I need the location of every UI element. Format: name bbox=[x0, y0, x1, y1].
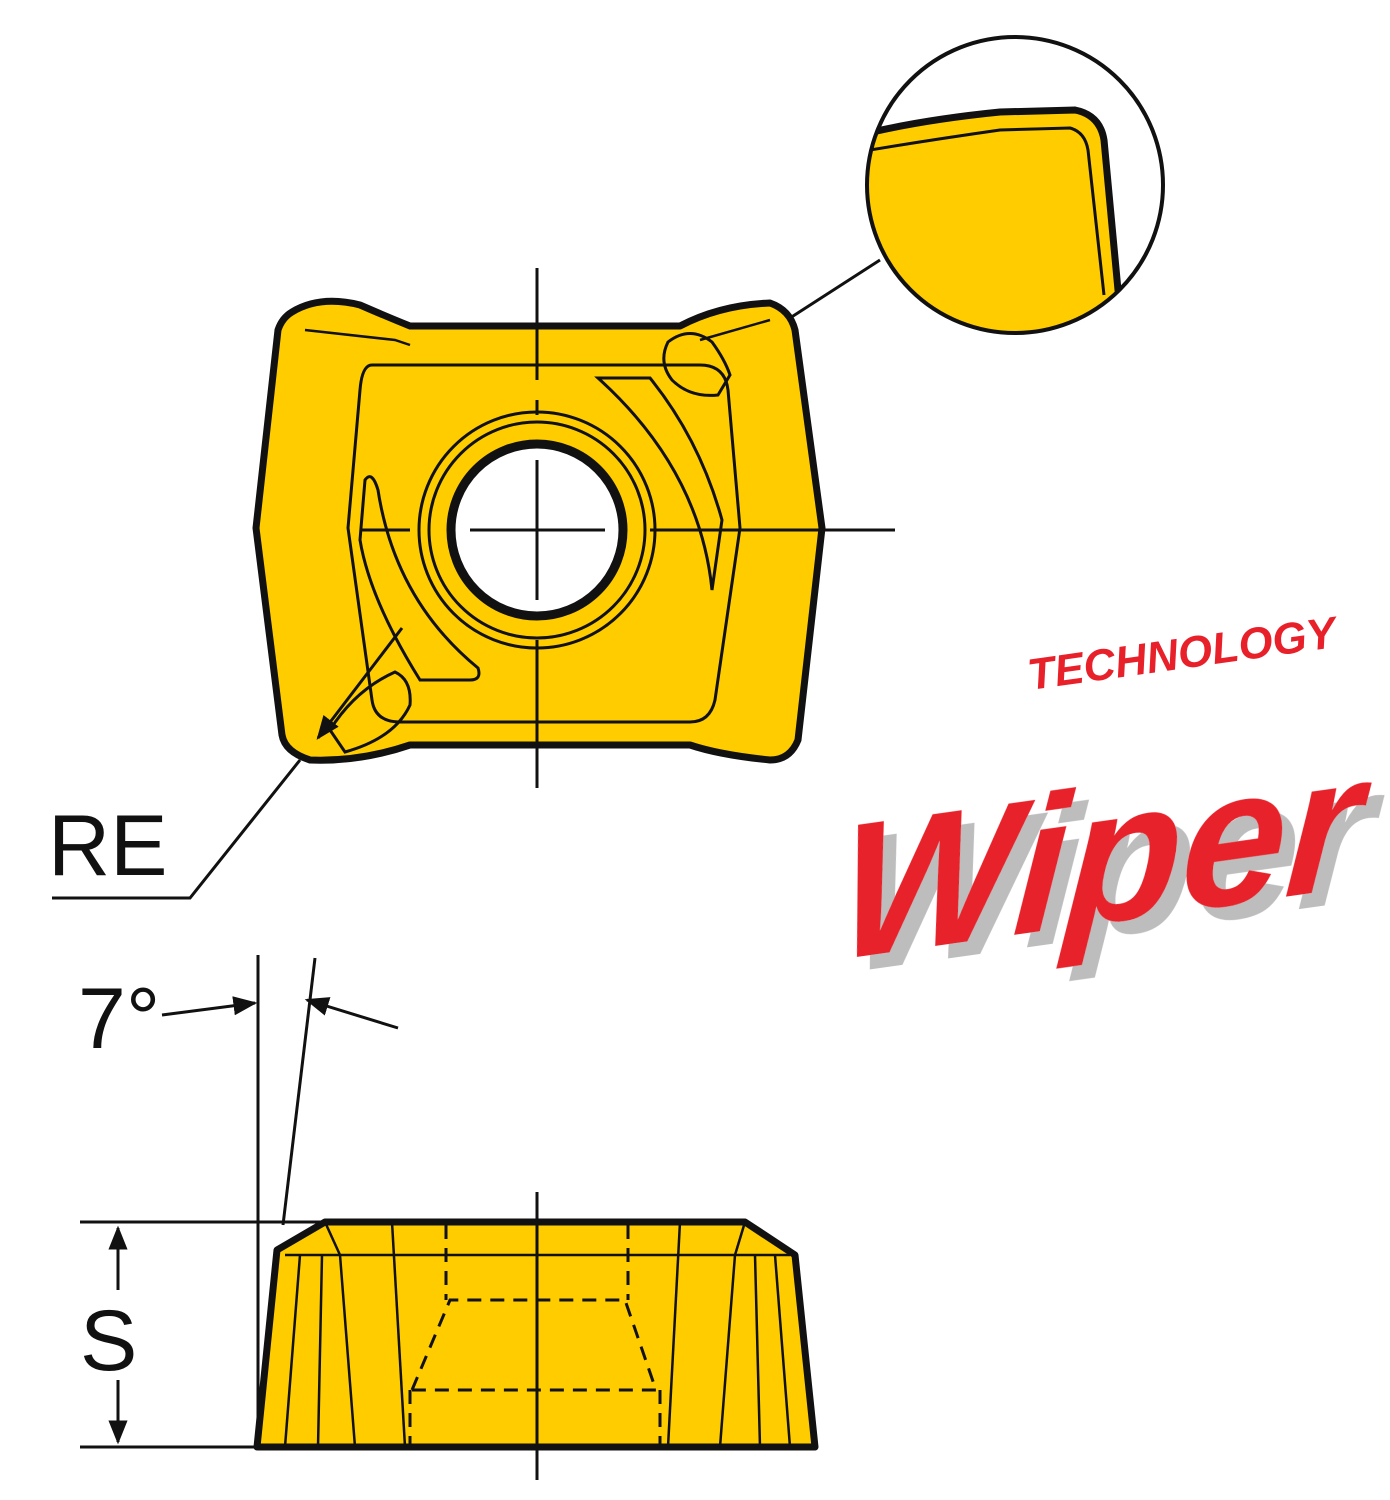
wiper-technology-logo: TECHNOLOGY Wiper bbox=[832, 608, 1377, 1002]
wiper-logo-word: Wiper bbox=[832, 710, 1377, 1001]
re-dimension: RE bbox=[48, 759, 302, 900]
angle-label: 7° bbox=[78, 971, 160, 1067]
insert-top-view bbox=[252, 268, 895, 788]
technology-logo-word: TECHNOLOGY bbox=[1025, 608, 1343, 700]
thickness-label: S bbox=[80, 1293, 137, 1389]
re-label: RE bbox=[48, 798, 167, 894]
insert-side-view: 7° S bbox=[78, 955, 819, 1480]
edge-detail-callout bbox=[789, 35, 1165, 335]
